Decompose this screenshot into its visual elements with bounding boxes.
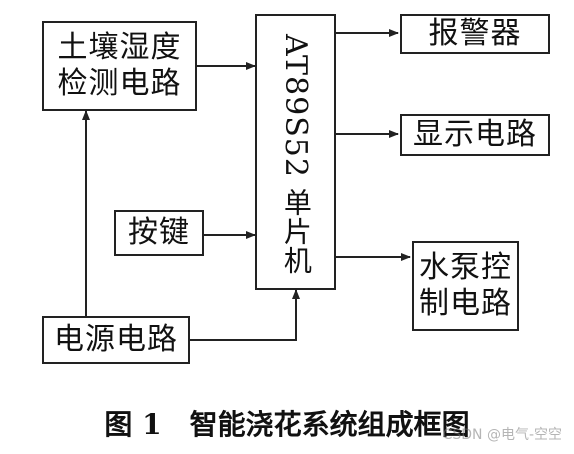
- watermark: CSDN @电气-空空: [442, 427, 562, 443]
- keys-block: 按键: [114, 210, 204, 256]
- mcu-model-label: AT89S52: [278, 34, 313, 178]
- soil-moisture-sensor-block: 土壤湿度 检测电路: [42, 21, 197, 111]
- figure-title: 智能浇花系统组成框图: [189, 408, 470, 441]
- mcu-type-label: 单片机: [279, 187, 313, 275]
- display-label: 显示电路: [413, 117, 537, 152]
- soil-block-line-1: 土壤湿度: [57, 30, 182, 65]
- arrow-power-to-mcu: [190, 289, 300, 341]
- power-supply-block: 电源电路: [42, 316, 190, 364]
- soil-block-line-2: 检测电路: [57, 66, 182, 101]
- alarm-block: 报警器: [400, 14, 550, 54]
- pump-block-line-2: 制电路: [419, 286, 512, 321]
- keys-label: 按键: [128, 215, 190, 250]
- alarm-label: 报警器: [428, 16, 522, 51]
- pump-block-line-1: 水泵控: [419, 250, 512, 285]
- display-circuit-block: 显示电路: [400, 114, 550, 156]
- pump-control-block: 水泵控 制电路: [412, 241, 519, 331]
- figure-number: 图 1: [104, 408, 162, 441]
- figure-caption: 图 1 智能浇花系统组成框图: [0, 403, 574, 443]
- mcu-block: AT89S52 单片机: [255, 14, 336, 290]
- power-label: 电源电路: [54, 322, 178, 357]
